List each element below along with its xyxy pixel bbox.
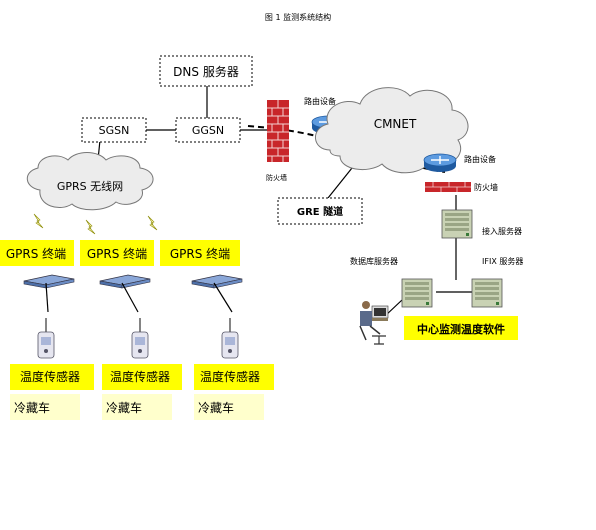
vehicle-label-2: 冷藏车	[106, 400, 142, 415]
temperature-sensor-icon-2	[131, 317, 149, 359]
gprs-terminal-bg-2	[80, 240, 154, 266]
firewall-right-label: 防火墙	[474, 182, 498, 192]
dns-server-box	[159, 55, 253, 87]
access-server-label: 接入服务器	[482, 226, 522, 236]
dns-server-label: DNS 服务器	[173, 64, 239, 79]
temperature-sensor-icon-3	[221, 317, 239, 359]
ifix-server-label: IFIX 服务器	[482, 256, 523, 266]
lightning-icon	[147, 215, 158, 231]
gprs-terminal-icon-3	[191, 274, 243, 289]
firewall-right-icon	[425, 182, 471, 192]
cmnet-cloud	[315, 87, 469, 174]
db-server-label: 数据库服务器	[350, 256, 398, 266]
ggsn-label: GGSN	[192, 124, 224, 137]
cmnet-label: CMNET	[374, 117, 417, 131]
operator-icon	[359, 301, 389, 345]
vehicle-label-1: 冷藏车	[14, 400, 50, 415]
vehicle-label-3: 冷藏车	[198, 400, 234, 415]
temperature-sensor-icon-1	[37, 317, 55, 359]
firewall-left-icon	[266, 99, 290, 163]
gprs-terminal-icon-2	[99, 274, 151, 289]
router-right-icon	[423, 153, 457, 173]
terminal-wire-3	[213, 282, 233, 313]
access-server-icon	[441, 209, 473, 239]
router-right-label: 路由设备	[464, 154, 496, 164]
sensor-label-bg-1	[10, 364, 94, 390]
gprs-terminal-label-1: GPRS 终端	[6, 246, 66, 261]
lightning-icon	[33, 213, 44, 229]
gprs-cloud	[26, 152, 154, 211]
gprs-terminal-bg-1	[0, 240, 74, 266]
center-software-label: 中心监测温度软件	[417, 322, 505, 336]
db-server-icon	[401, 278, 433, 308]
lightning-icon	[85, 219, 96, 235]
connections	[97, 85, 474, 317]
gprs-terminal-label-2: GPRS 终端	[87, 246, 147, 261]
gre-tunnel-box	[277, 197, 363, 225]
ggsn-box	[175, 117, 241, 143]
terminal-wire-2	[121, 282, 139, 313]
sensor-label-3: 温度传感器	[200, 369, 260, 384]
vehicle-label-bg-2	[102, 394, 172, 420]
figure-caption: 图 1 监测系统结构	[265, 12, 331, 22]
ifix-server-icon	[471, 278, 503, 308]
sensor-label-2: 温度传感器	[110, 369, 170, 384]
vehicle-label-bg-3	[194, 394, 264, 420]
gre-tunnel-label: GRE 隧道	[297, 205, 343, 218]
gprs-terminal-bg-3	[160, 240, 240, 266]
sgsn-box	[81, 117, 147, 143]
vehicle-label-bg-1	[10, 394, 80, 420]
firewall-left-label: 防火墙	[266, 173, 287, 182]
gprs-terminal-label-3: GPRS 终端	[170, 246, 230, 261]
router-left-label: 路由设备	[304, 96, 336, 106]
terminal-wire-1	[45, 282, 49, 313]
sensor-label-bg-2	[102, 364, 182, 390]
sensor-label-bg-3	[194, 364, 274, 390]
gprs-network-label: GPRS 无线网	[57, 179, 123, 193]
gprs-terminal-icon-1	[23, 274, 75, 289]
center-software-box	[404, 316, 518, 340]
sensor-label-1: 温度传感器	[20, 369, 80, 384]
sgsn-label: SGSN	[99, 124, 130, 137]
